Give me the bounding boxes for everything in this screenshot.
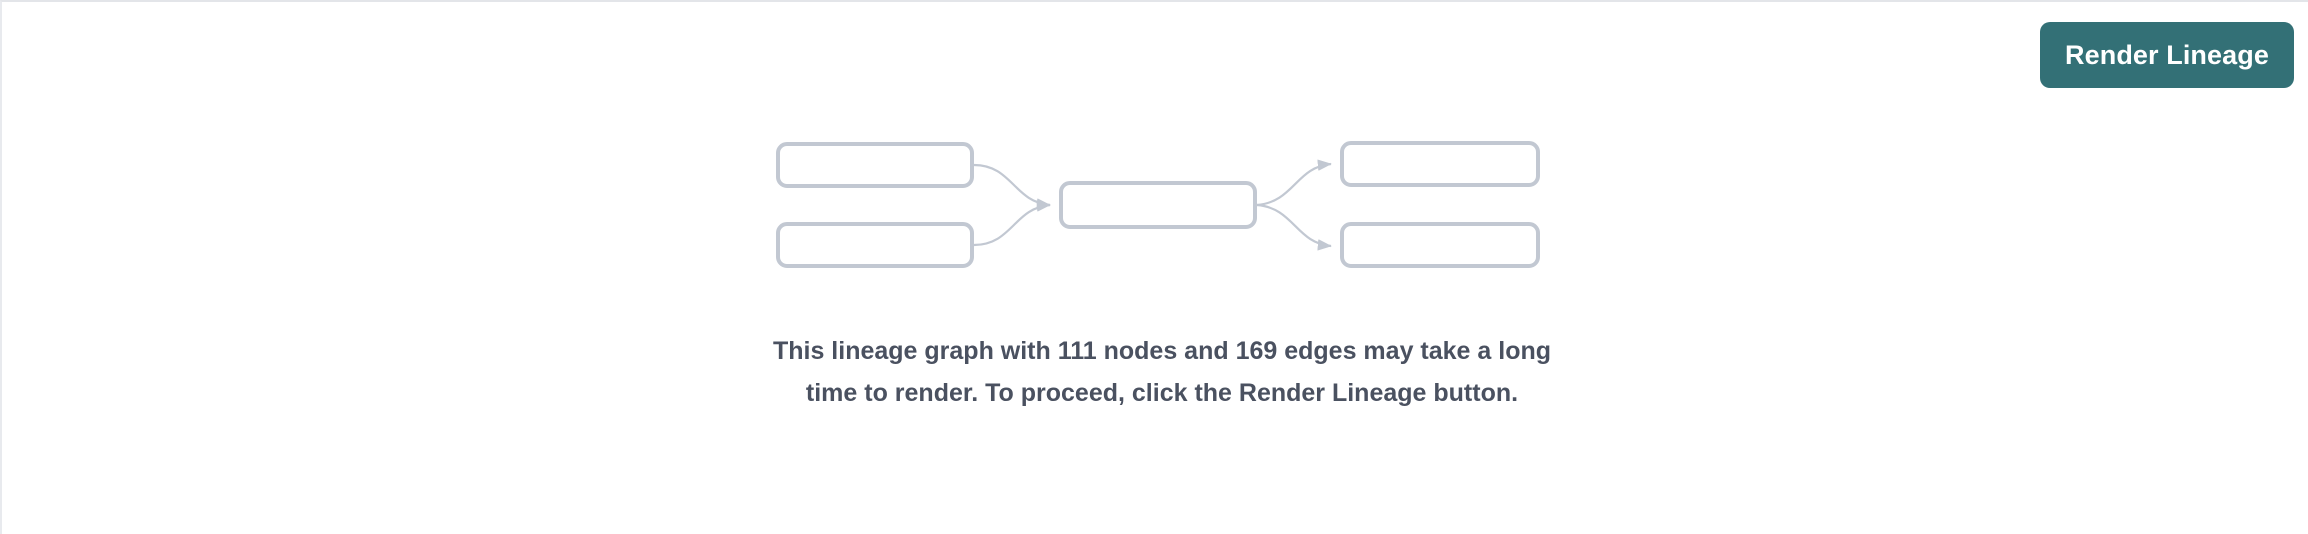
render-lineage-button[interactable]: Render Lineage	[2040, 22, 2294, 88]
graph-node-output-b	[1340, 222, 1540, 268]
graph-node-source-b	[776, 222, 974, 268]
graph-node-source-a	[776, 142, 974, 188]
edge-middle-to-output-a	[1256, 159, 1332, 207]
edge-middle-to-output-b	[1256, 203, 1332, 251]
lineage-edges	[973, 159, 1332, 251]
graph-node-output-a	[1340, 141, 1540, 187]
graph-node-middle	[1059, 181, 1257, 229]
lineage-notice-message: This lineage graph with 111 nodes and 16…	[772, 337, 1552, 407]
edge-source-a-to-middle	[973, 163, 1051, 210]
edge-source-b-to-middle	[973, 200, 1051, 247]
lineage-graph-placeholder	[762, 122, 1562, 287]
